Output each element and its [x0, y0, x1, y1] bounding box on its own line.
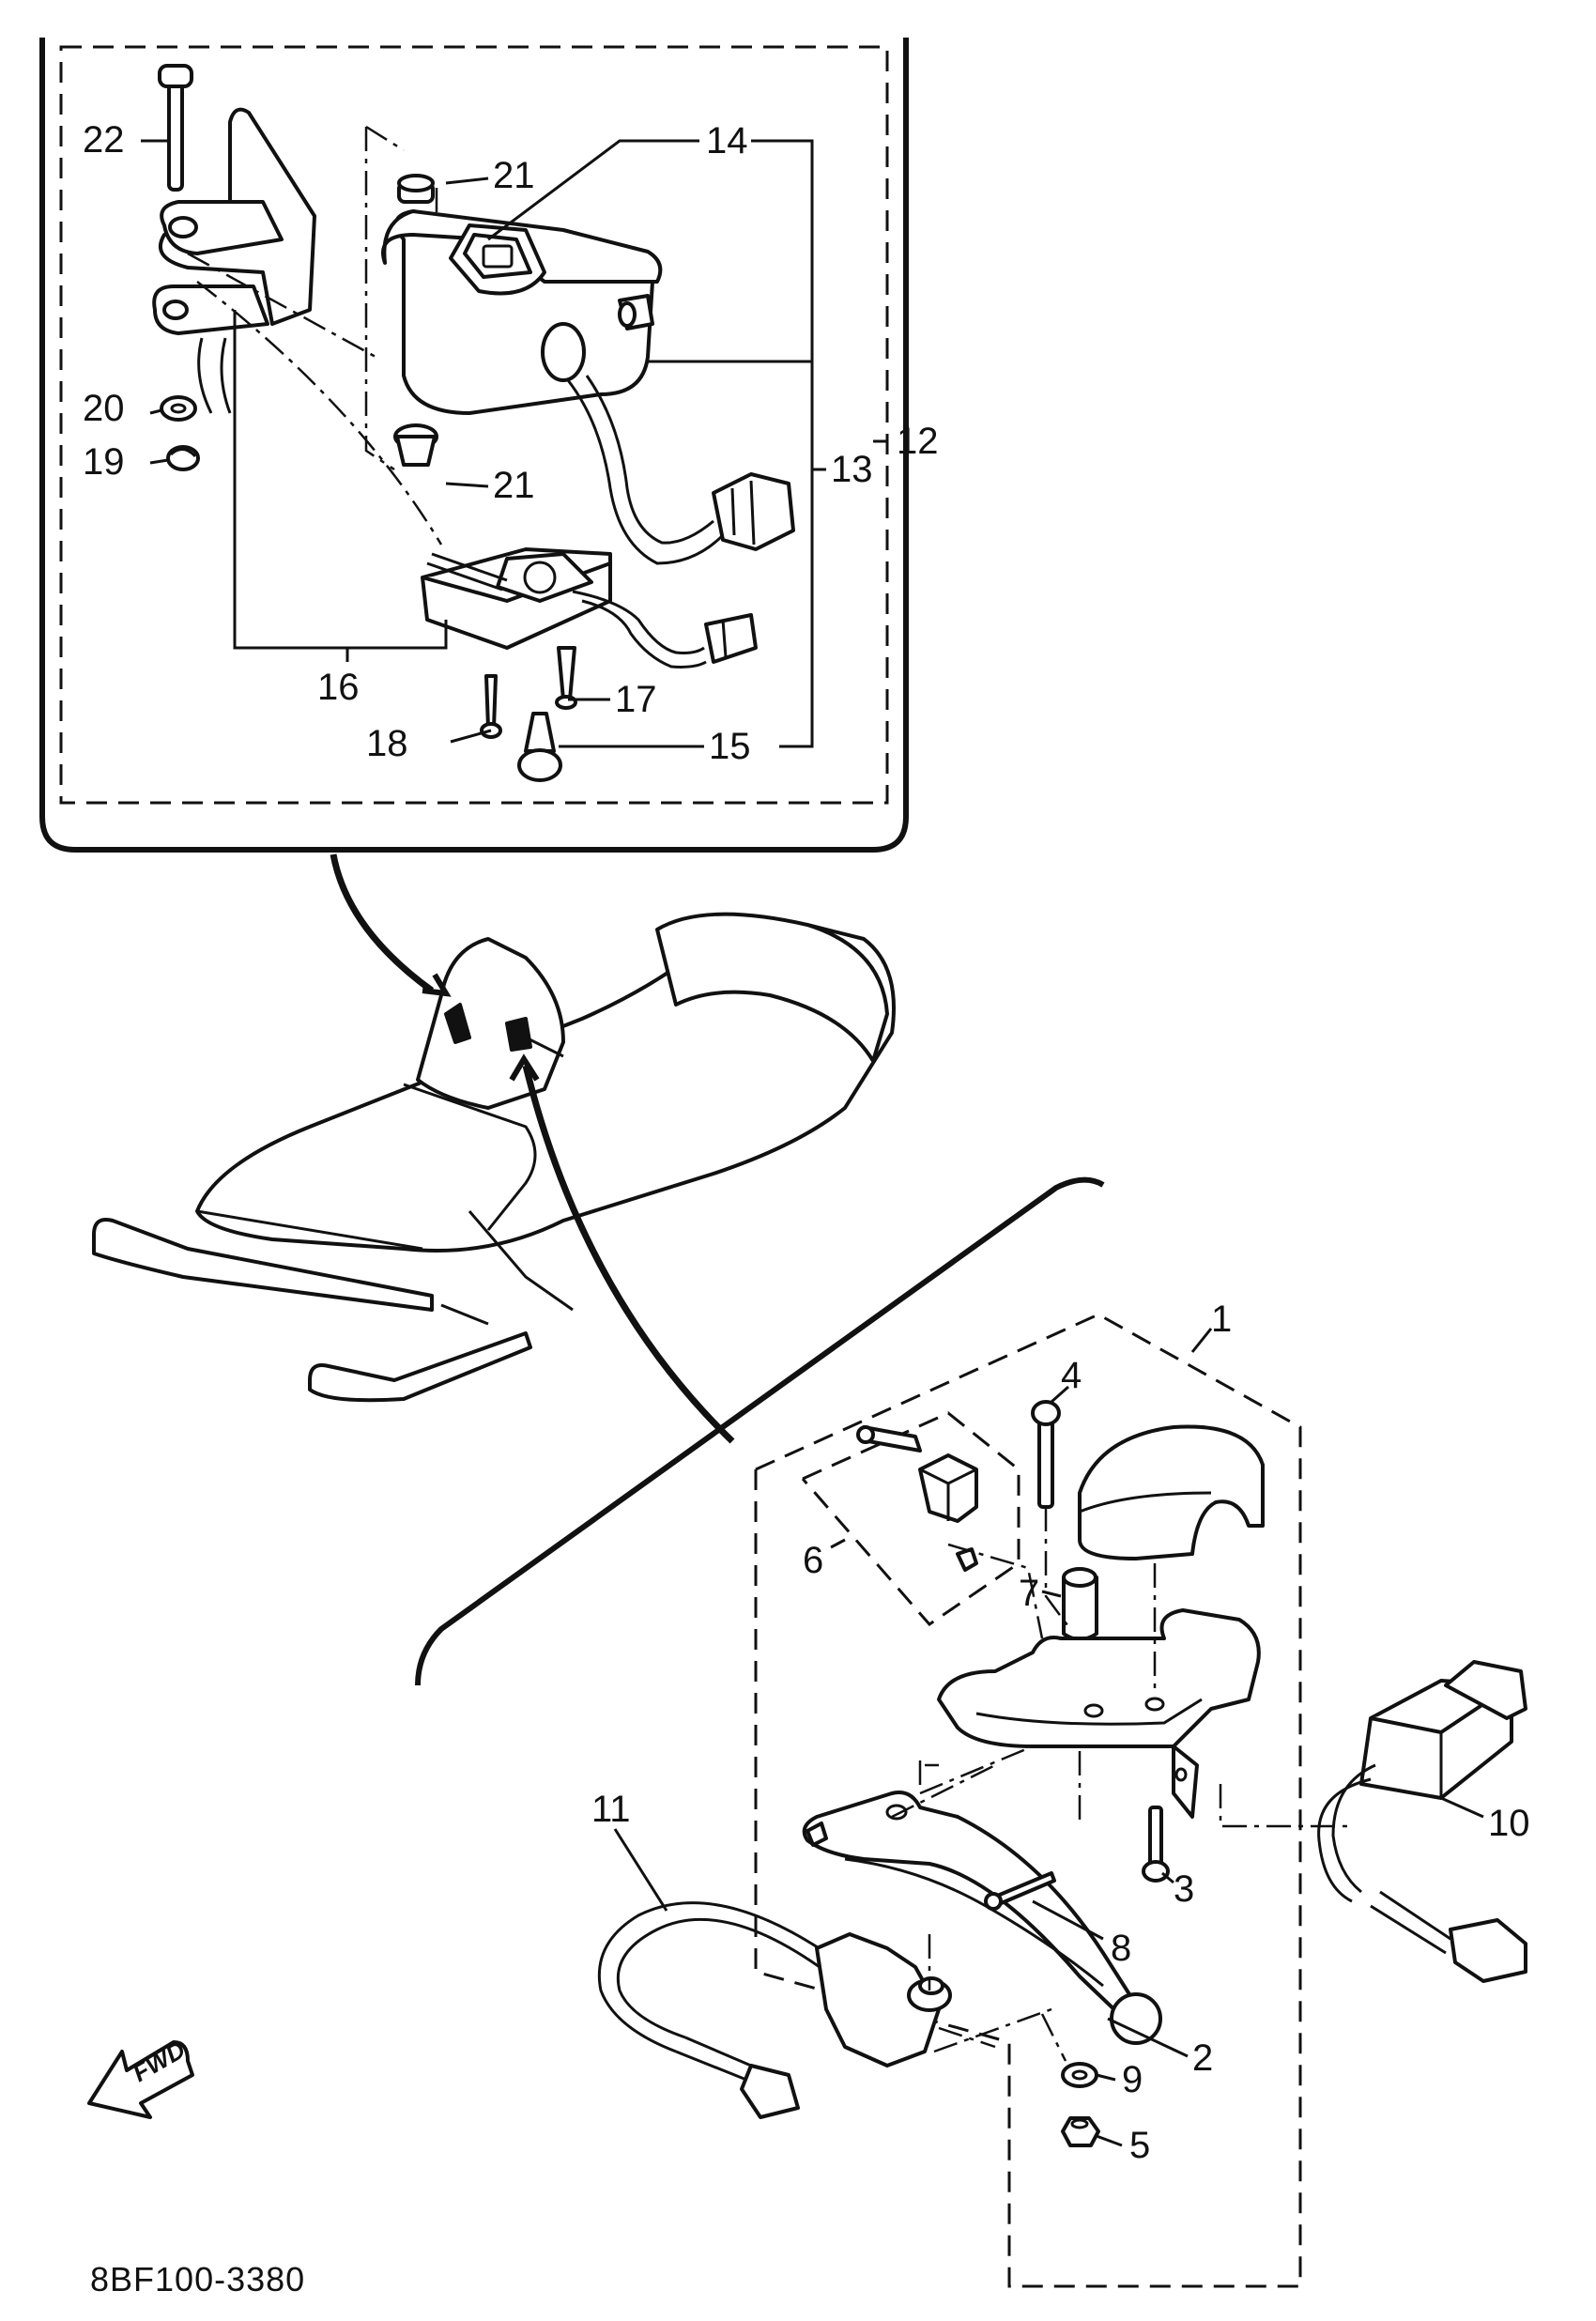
- callout-13: 13: [831, 449, 873, 490]
- screws-15-17-18: [480, 646, 577, 782]
- lever-bracket: [937, 1608, 1261, 1819]
- callout-15: 15: [709, 726, 751, 767]
- switch-6: [856, 1425, 978, 1572]
- lever-pointer-arrow: [522, 1065, 735, 1444]
- callout-2: 2: [1192, 2037, 1213, 2079]
- callout-1: 1: [1211, 1299, 1232, 1340]
- inset-frame: [39, 38, 909, 853]
- callout-labels: 22 21 14 20 12 19 21 13 16 17 18 15 1 4 …: [83, 119, 1530, 2166]
- callout-19: 19: [83, 441, 125, 483]
- callout-10: 10: [1488, 1803, 1530, 1844]
- callout-21a: 21: [493, 155, 535, 196]
- callout-7: 7: [1019, 1573, 1039, 1614]
- callout-16: 16: [317, 667, 360, 708]
- callout-12: 12: [897, 421, 939, 462]
- callout-20: 20: [83, 388, 125, 429]
- bottom-leaders: [613, 1328, 1484, 2147]
- callout-21b: 21: [493, 465, 535, 506]
- forward-arrow-icon: FWD: [87, 2036, 194, 2119]
- switch-housing-base: [421, 547, 758, 669]
- switch-10: [1317, 1660, 1527, 1983]
- sensor-cable-11: [597, 1901, 952, 2119]
- section-divider: [415, 1176, 1105, 1686]
- screws-3-8: [984, 1806, 1170, 1911]
- callout-8: 8: [1111, 1928, 1131, 1969]
- bolt-4: [1031, 1400, 1061, 1509]
- callout-17: 17: [615, 679, 657, 720]
- callout-4: 4: [1061, 1355, 1082, 1396]
- callout-3: 3: [1174, 1868, 1194, 1910]
- callout-9: 9: [1122, 2059, 1143, 2100]
- switch-housing-cover: [381, 209, 663, 415]
- cover-harness: [566, 375, 795, 565]
- inset-leaders: [141, 139, 887, 748]
- throttle-bracket: [152, 64, 316, 414]
- callout-5: 5: [1129, 2125, 1150, 2166]
- washers-19-20: [160, 395, 200, 471]
- callout-11: 11: [591, 1789, 631, 1830]
- nut-washer-5-9: [1061, 2062, 1100, 2147]
- callout-18: 18: [366, 723, 408, 764]
- callout-6: 6: [803, 1540, 823, 1581]
- inset-pointer-arrow: [330, 853, 435, 993]
- callout-14: 14: [706, 120, 748, 161]
- diagram-code: 8BF100-3380: [90, 2260, 305, 2298]
- grommets-21: [393, 174, 438, 467]
- callout-22: 22: [83, 119, 125, 161]
- snowmobile-illustration: [92, 912, 896, 1403]
